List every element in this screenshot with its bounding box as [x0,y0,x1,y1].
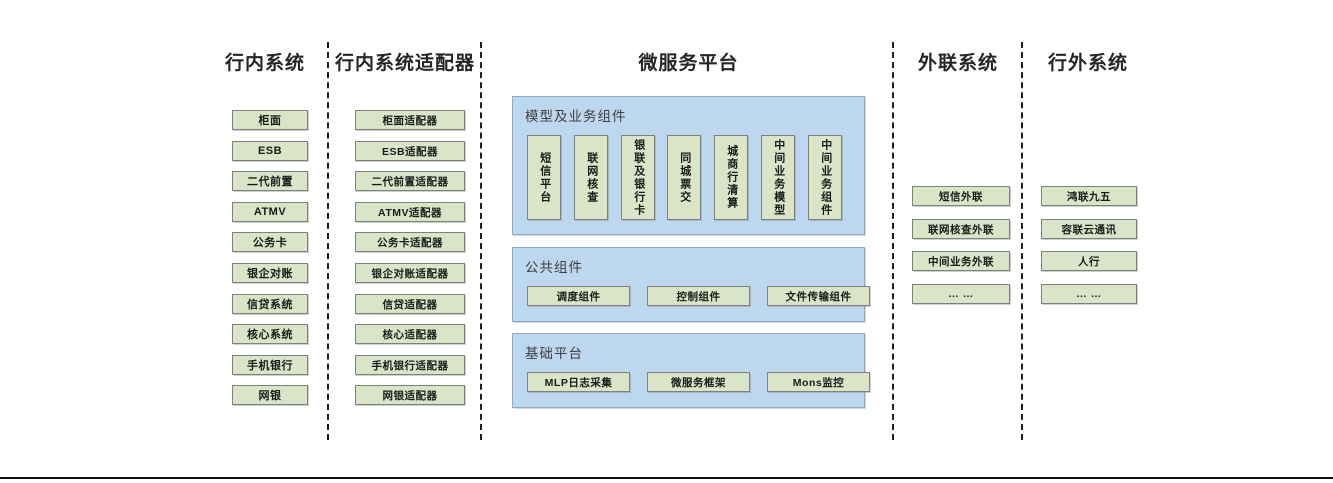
node-internal-adapter-8[interactable]: 手机银行适配器 [355,355,465,375]
node-base-platform-component-2[interactable]: Mons监控 [767,372,870,392]
column-title-internal-systems: 行内系统 [224,53,305,74]
bottom-rule [0,477,1333,479]
column-title-outside-systems: 行外系统 [1047,53,1128,74]
divider-1 [327,42,329,440]
node-outside-system-2[interactable]: 人行 [1041,251,1137,271]
node-model-business-component-0[interactable]: 短信平台 [527,135,561,220]
column-title-microservice-platform: 微服务平台 [638,53,739,74]
node-internal-system-0[interactable]: 柜面 [232,110,308,130]
node-internal-system-3[interactable]: ATMV [232,202,308,222]
node-internal-system-9[interactable]: 网银 [232,385,308,405]
node-internal-adapter-9[interactable]: 网银适配器 [355,385,465,405]
node-internal-system-6[interactable]: 信贷系统 [232,294,308,314]
node-model-business-component-3[interactable]: 同城票交 [667,135,701,220]
panel-label-base-platform: 基础平台 [525,346,583,361]
node-model-business-component-1[interactable]: 联网核查 [574,135,608,220]
node-internal-system-7[interactable]: 核心系统 [232,324,308,344]
node-internal-adapter-1[interactable]: ESB适配器 [355,141,465,161]
divider-2 [480,42,482,440]
node-internal-adapter-0[interactable]: 柜面适配器 [355,110,465,130]
node-outside-system-0[interactable]: 鸿联九五 [1041,186,1137,206]
divider-4 [1021,42,1023,440]
node-external-liaison-1[interactable]: 联网核查外联 [912,219,1010,239]
node-internal-adapter-5[interactable]: 银企对账适配器 [355,263,465,283]
node-internal-system-4[interactable]: 公务卡 [232,232,308,252]
divider-3 [892,42,894,440]
node-model-business-component-4[interactable]: 城商行清算 [714,135,748,220]
node-external-liaison-2[interactable]: 中间业务外联 [912,251,1010,271]
node-internal-adapter-3[interactable]: ATMV适配器 [355,202,465,222]
node-internal-system-8[interactable]: 手机银行 [232,355,308,375]
node-outside-system-1[interactable]: 容联云通讯 [1041,219,1137,239]
node-internal-adapter-4[interactable]: 公务卡适配器 [355,232,465,252]
node-outside-system-3[interactable]: … … [1041,284,1137,304]
node-public-component-2[interactable]: 文件传输组件 [767,286,870,306]
node-model-business-component-2[interactable]: 银联及银行卡 [621,135,655,220]
node-base-platform-component-1[interactable]: 微服务框架 [647,372,750,392]
node-model-business-component-6[interactable]: 中间业务组件 [808,135,842,220]
node-internal-adapter-6[interactable]: 信贷适配器 [355,294,465,314]
node-internal-system-2[interactable]: 二代前置 [232,171,308,191]
node-external-liaison-0[interactable]: 短信外联 [912,186,1010,206]
node-internal-adapter-7[interactable]: 核心适配器 [355,324,465,344]
node-internal-system-1[interactable]: ESB [232,141,308,161]
column-title-internal-adapters: 行内系统适配器 [334,53,475,74]
panel-public-components: 公共组件 [512,247,865,322]
node-internal-system-5[interactable]: 银企对账 [232,263,308,283]
panel-label-model-business-components: 模型及业务组件 [525,109,627,124]
node-public-component-0[interactable]: 调度组件 [527,286,630,306]
panel-label-public-components: 公共组件 [525,260,583,275]
node-external-liaison-3[interactable]: … … [912,284,1010,304]
panel-base-platform: 基础平台 [512,333,865,408]
node-public-component-1[interactable]: 控制组件 [647,286,750,306]
node-model-business-component-5[interactable]: 中间业务模型 [761,135,795,220]
node-internal-adapter-2[interactable]: 二代前置适配器 [355,171,465,191]
column-title-external-liaison: 外联系统 [917,53,998,74]
node-base-platform-component-0[interactable]: MLP日志采集 [527,372,630,392]
